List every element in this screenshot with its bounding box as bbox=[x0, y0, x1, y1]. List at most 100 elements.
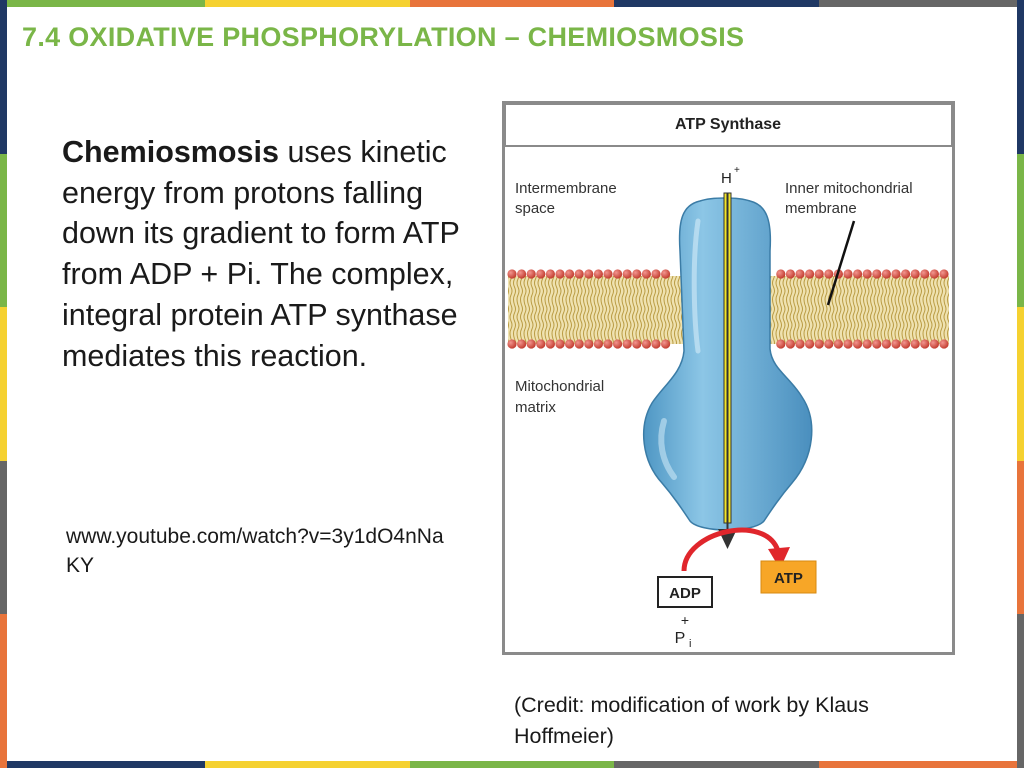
lipid-head bbox=[785, 269, 795, 279]
membrane-label-line2: membrane bbox=[785, 200, 857, 217]
lipid-head bbox=[881, 269, 891, 279]
lipid-head bbox=[853, 339, 863, 349]
lipid-head bbox=[632, 269, 642, 279]
lipid-head bbox=[593, 269, 603, 279]
lipid-head bbox=[814, 269, 824, 279]
membrane-label-line1: Inner mitochondrial bbox=[785, 180, 913, 197]
lipid-head bbox=[641, 339, 651, 349]
lipid-head bbox=[507, 269, 517, 279]
lipid-head bbox=[661, 339, 671, 349]
membrane-pointer-line bbox=[826, 220, 856, 306]
lipid-head bbox=[805, 339, 815, 349]
credit-text: (Credit: modification of work by Klaus H… bbox=[514, 693, 869, 748]
adp-label: ADP bbox=[669, 585, 701, 602]
lipid-head bbox=[545, 339, 555, 349]
lipid-head bbox=[526, 269, 536, 279]
lipid-head bbox=[603, 339, 613, 349]
lipid-head bbox=[622, 269, 632, 279]
matrix-label-line1: Mitochondrial bbox=[515, 378, 604, 395]
lipid-head bbox=[545, 269, 555, 279]
figure-header-box bbox=[504, 103, 953, 147]
lipid-head bbox=[517, 339, 527, 349]
lipid-head bbox=[795, 269, 805, 279]
lipid-head bbox=[651, 339, 661, 349]
lipid-head bbox=[661, 269, 671, 279]
lipid-head bbox=[872, 339, 882, 349]
lipid-head bbox=[555, 269, 565, 279]
lipid-head bbox=[555, 339, 565, 349]
lipid-head bbox=[920, 339, 930, 349]
lipid-head bbox=[536, 269, 546, 279]
lipid-head bbox=[824, 339, 834, 349]
video-link[interactable]: www.youtube.com/watch?v=3y1dO4nNaKY bbox=[66, 525, 444, 577]
lipid-head bbox=[584, 269, 594, 279]
lipid-head bbox=[891, 339, 901, 349]
intermembrane-label-line1: Intermembrane bbox=[515, 180, 617, 197]
lipid-head bbox=[872, 269, 882, 279]
lipid-head bbox=[651, 269, 661, 279]
proton-charge: + bbox=[734, 165, 740, 176]
lipid-head bbox=[785, 339, 795, 349]
lipid-head bbox=[584, 339, 594, 349]
lipid-head bbox=[929, 339, 939, 349]
lipid-head bbox=[776, 269, 786, 279]
lipid-head bbox=[622, 339, 632, 349]
right-color-border bbox=[1017, 0, 1024, 768]
lipid-head bbox=[920, 269, 930, 279]
lipid-head bbox=[891, 269, 901, 279]
lipid-head bbox=[939, 339, 949, 349]
lipid-head bbox=[862, 339, 872, 349]
lipid-head bbox=[565, 269, 575, 279]
lipid-head bbox=[507, 339, 517, 349]
atp-synthase-figure: ATP Synthase H + Intermembrane space Inn… bbox=[502, 101, 955, 655]
matrix-label-line2: matrix bbox=[515, 399, 556, 416]
lipid-head bbox=[536, 339, 546, 349]
lipid-head bbox=[833, 339, 843, 349]
lipid-head bbox=[603, 269, 613, 279]
phosphate-label: P bbox=[675, 630, 686, 647]
lipid-head bbox=[641, 269, 651, 279]
bold-term: Chemiosmosis bbox=[62, 135, 279, 169]
lipid-head bbox=[862, 269, 872, 279]
lipid-head bbox=[574, 339, 584, 349]
figure-header: ATP Synthase bbox=[675, 116, 781, 133]
atp-box bbox=[760, 560, 817, 594]
intermembrane-label-line2: space bbox=[515, 200, 555, 217]
body-text: uses kinetic energy from protons falling… bbox=[62, 135, 460, 373]
phosphate-subscript: i bbox=[689, 638, 691, 650]
lipid-head bbox=[901, 269, 911, 279]
lipid-head bbox=[593, 339, 603, 349]
lipid-head bbox=[901, 339, 911, 349]
lipid-head bbox=[929, 269, 939, 279]
lipid-head bbox=[824, 269, 834, 279]
adp-box bbox=[657, 576, 713, 608]
lipid-head bbox=[795, 339, 805, 349]
lipid-head bbox=[843, 269, 853, 279]
left-color-border bbox=[0, 0, 7, 768]
lipid-head bbox=[843, 339, 853, 349]
reaction-arrow bbox=[681, 527, 781, 572]
slide-title: 7.4 OXIDATIVE PHOSPHORYLATION – CHEMIOSM… bbox=[22, 22, 745, 52]
lipid-head bbox=[565, 339, 575, 349]
lipid-head bbox=[526, 339, 536, 349]
body-paragraph: Chemiosmosis uses kinetic energy from pr… bbox=[62, 132, 482, 376]
lipid-head bbox=[613, 339, 623, 349]
lipid-heads bbox=[507, 269, 949, 349]
lipid-head bbox=[939, 269, 949, 279]
lipid-head bbox=[574, 269, 584, 279]
top-color-border bbox=[0, 0, 1024, 7]
lipid-head bbox=[910, 339, 920, 349]
lipid-head bbox=[805, 269, 815, 279]
atp-label: ATP bbox=[774, 570, 803, 587]
lipid-head bbox=[881, 339, 891, 349]
lipid-head bbox=[632, 339, 642, 349]
proton-label: H bbox=[721, 170, 732, 187]
lipid-head bbox=[853, 269, 863, 279]
lipid-head bbox=[814, 339, 824, 349]
lipid-head bbox=[776, 339, 786, 349]
lipid-head bbox=[613, 269, 623, 279]
plus-sign: + bbox=[681, 612, 689, 628]
lipid-head bbox=[517, 269, 527, 279]
lipid-head bbox=[910, 269, 920, 279]
bottom-color-border bbox=[0, 761, 1024, 768]
